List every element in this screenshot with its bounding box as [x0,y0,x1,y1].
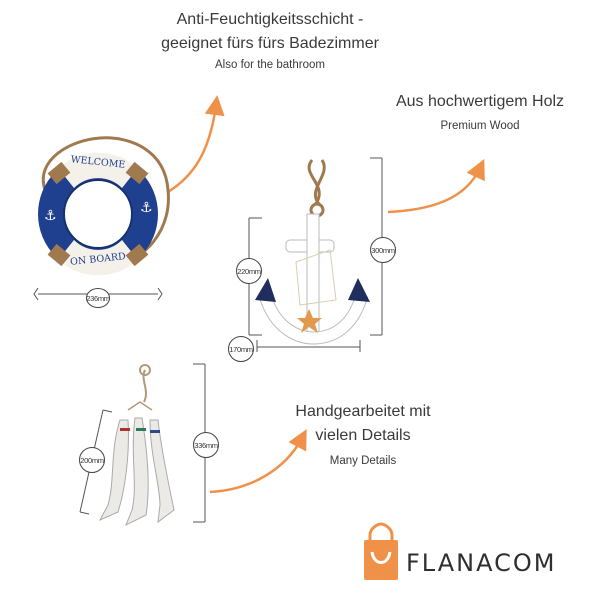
fish-image [98,364,175,527]
wood-caption-english: Premium Wood [440,120,520,132]
wood-arrow [387,158,485,214]
flanacom-bag-logo [364,522,398,580]
fish-height-label: 200mm [79,447,105,473]
details-arrow [209,429,307,494]
details-caption-english: Many Details [329,455,397,467]
anchor-image [255,159,370,345]
anchor-width-label: 170mm [228,336,254,362]
lifebuoy-image: ⚓ ⚓ [38,136,170,276]
svg-text:⚓: ⚓ [44,208,57,224]
moisture-caption-line1: Anti-Feuchtigkeitsschicht - [176,11,364,28]
fish-total-height-label: 336mm [193,432,219,458]
details-caption-line1: Handgearbeitet mit [295,403,431,420]
details-caption-line2: vielen Details [315,427,411,444]
anchor-total-height-label: 300mm [370,237,396,263]
anchor-height-label: 220mm [236,258,262,284]
moisture-caption-english: Also for the bathroom [215,59,325,71]
brand-name: FLANACOM [406,549,557,577]
lifebuoy-arrow [167,95,225,194]
moisture-caption-line2: geeignet fürs fürs Badezimmer [161,35,379,52]
lifebuoy-width-label: 236mm [86,288,110,308]
svg-text:⚓: ⚓ [140,200,153,216]
wood-caption: Aus hochwertigem Holz [395,93,565,110]
anchor-width-dimension [256,340,361,352]
